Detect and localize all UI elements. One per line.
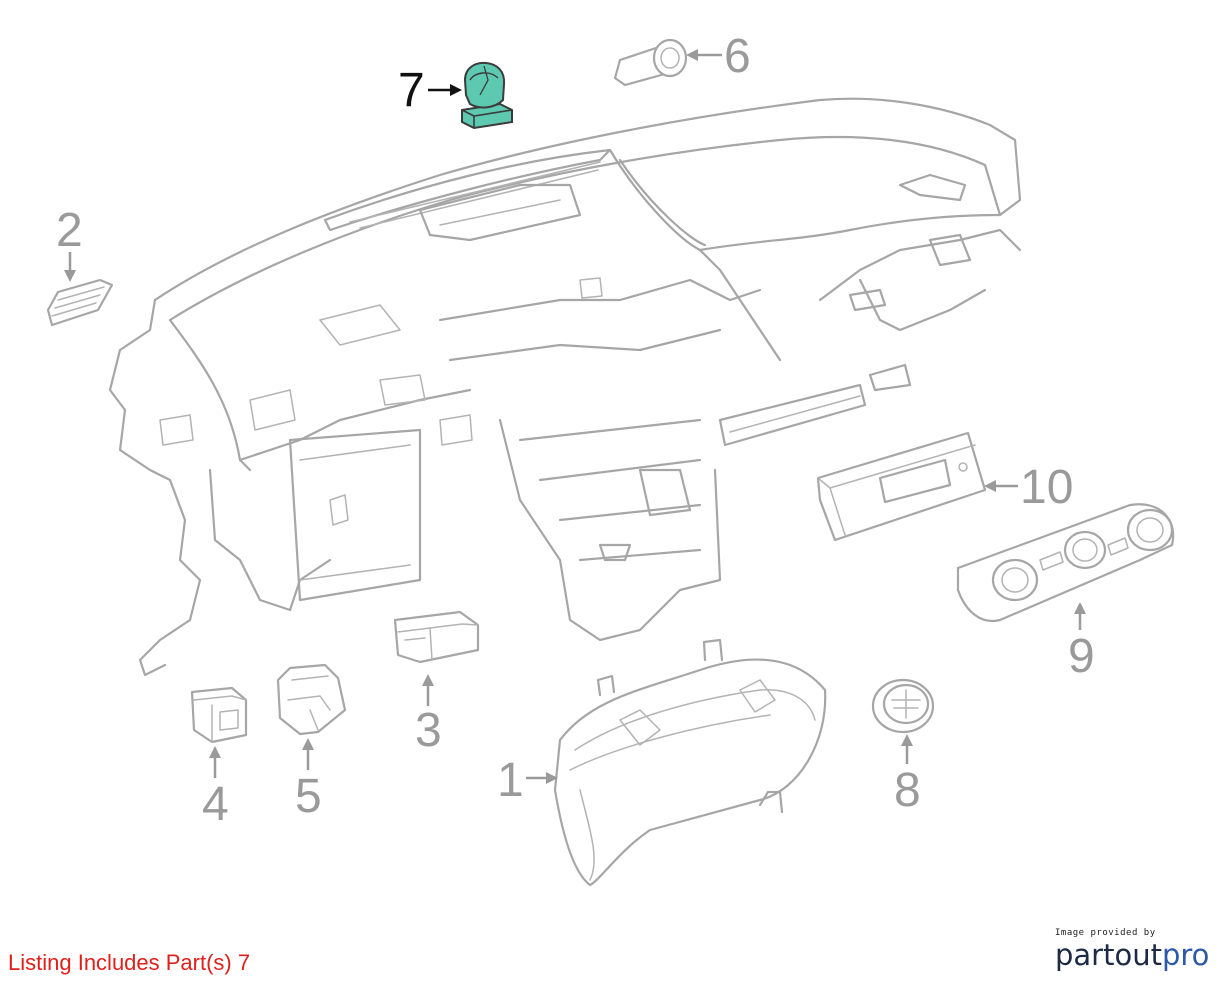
instrument-panel-assembly [108, 97, 1022, 677]
callout-numbers: 7 6 2 10 9 3 4 5 1 8 [56, 30, 1095, 831]
callout-6: 6 [724, 30, 751, 83]
partoutpro-logo: Image provided by partoutpro [1055, 928, 1215, 970]
part-10-display [816, 431, 987, 542]
callout-2: 2 [56, 204, 83, 257]
brand-name: partoutpro [1055, 940, 1215, 970]
image-provided-by-caption: Image provided by [1055, 928, 1156, 938]
part-6-switch [613, 38, 688, 87]
callout-9: 9 [1068, 630, 1095, 683]
part-4-switch [190, 686, 248, 744]
callout-10: 10 [1020, 461, 1073, 514]
callout-4: 4 [202, 778, 229, 831]
part-9-climate-control [956, 503, 1175, 623]
part-5-switch [276, 663, 347, 736]
part-1-instrument-cluster [553, 638, 827, 887]
part-2-switch [46, 278, 114, 327]
listing-includes-text: Listing Includes Part(s) 7 [8, 950, 251, 975]
callout-1: 1 [497, 754, 524, 807]
part-8-switch [871, 678, 935, 734]
callout-5: 5 [295, 770, 322, 823]
part-3-switch [393, 610, 480, 664]
brand-name-part1: partout [1055, 938, 1162, 972]
callout-7: 7 [398, 64, 425, 117]
part-7-switch-highlighted [461, 61, 513, 130]
callout-arrows [64, 49, 1086, 784]
callout-3: 3 [415, 704, 442, 757]
callout-8: 8 [894, 764, 921, 817]
brand-name-part2: pro [1161, 938, 1210, 972]
